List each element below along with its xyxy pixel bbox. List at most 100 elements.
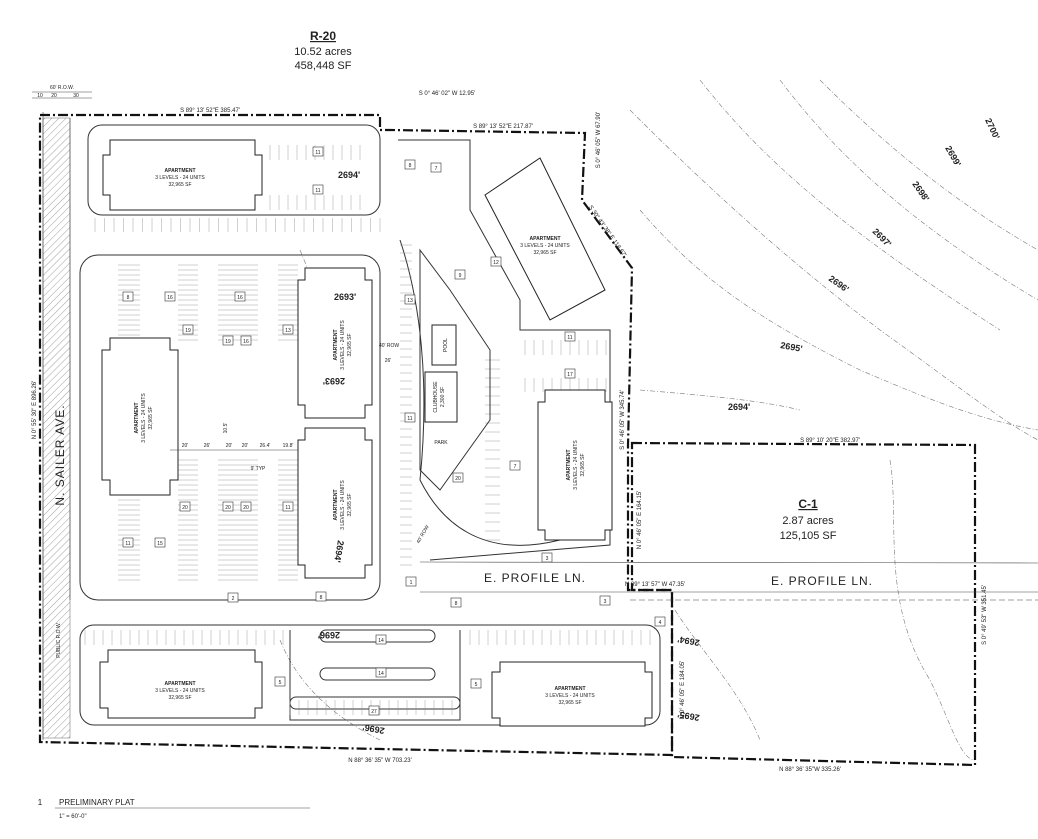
park-label: PARK: [434, 440, 448, 446]
apartment-building-east: [537, 389, 613, 541]
svg-text:2695': 2695': [780, 340, 804, 354]
svg-text:2694': 2694': [338, 170, 360, 180]
svg-text:20: 20: [182, 505, 188, 511]
svg-text:7: 7: [514, 464, 517, 470]
stall-count-31: 14: [375, 667, 387, 678]
svg-text:20: 20: [455, 476, 461, 482]
svg-text:S 0° 49' 53" W 351.45': S 0° 49' 53" W 351.45': [982, 585, 988, 645]
stall-count-7: 8: [122, 291, 134, 302]
r20-zone-acres: 10.52 acres: [294, 46, 352, 58]
apartment-building-sw: [99, 649, 263, 719]
svg-text:8: 8: [409, 163, 412, 169]
stall-count-2: 11: [312, 184, 324, 195]
contour-lines: [279, 79, 1038, 761]
svg-text:27: 27: [371, 709, 377, 715]
svg-text:N 88° 36' 35" W 703.23': N 88° 36' 35" W 703.23': [348, 758, 412, 764]
stall-count-16: 17: [564, 368, 576, 379]
svg-text:3 LEVELS - 24 UNITS: 3 LEVELS - 24 UNITS: [155, 175, 205, 181]
svg-text:2694': 2694': [332, 540, 346, 564]
svg-text:S 0° 46' 02" W 12.95': S 0° 46' 02" W 12.95': [419, 91, 476, 97]
svg-text:N 0° 46' 05" E 184.05': N 0° 46' 05" E 184.05': [680, 661, 686, 720]
svg-text:11: 11: [567, 335, 572, 341]
stall-count-23: 11: [122, 537, 134, 548]
stall-count-32: 5: [274, 676, 286, 687]
svg-text:3 LEVELS - 24 UNITS: 3 LEVELS - 24 UNITS: [573, 440, 579, 490]
stall-count-11: 16: [240, 335, 252, 346]
svg-text:APARTMENT: APARTMENT: [333, 489, 339, 520]
pool: [431, 324, 457, 366]
stall-count-36: 1: [405, 576, 417, 587]
svg-text:19: 19: [225, 339, 231, 345]
svg-text:8: 8: [455, 601, 458, 607]
stall-count-10: 19: [222, 335, 234, 346]
clubhouse-area-label: 2,300 SF: [440, 387, 446, 407]
apartment-building-center-north: [297, 267, 373, 419]
svg-text:APARTMENT: APARTMENT: [554, 686, 585, 692]
drawing-number: 1: [38, 798, 43, 807]
svg-text:3 LEVELS - 24 UNITS: 3 LEVELS - 24 UNITS: [340, 480, 346, 530]
svg-text:2696': 2696': [318, 630, 340, 640]
apartment-buildings: [99, 139, 653, 727]
stall-count-17: 7: [509, 460, 521, 471]
stall-count-15: 11: [564, 331, 576, 342]
svg-text:13: 13: [407, 298, 413, 304]
svg-text:32,965 SF: 32,965 SF: [347, 333, 353, 356]
svg-text:9' TYP: 9' TYP: [251, 466, 266, 472]
title-block: 1 PRELIMINARY PLAT 1" = 60'-0": [38, 798, 310, 820]
svg-text:11: 11: [125, 541, 130, 547]
stall-count-37: 16: [234, 291, 246, 302]
svg-text:N 89° 13' 57" W 47.35': N 89° 13' 57" W 47.35': [625, 582, 685, 588]
public-row-label: PUBLIC R.O.W.: [56, 622, 62, 658]
svg-text:S 89° 13' 52"E 217.87': S 89° 13' 52"E 217.87': [473, 124, 533, 130]
clubhouse-building: [424, 371, 458, 423]
svg-text:14: 14: [378, 671, 384, 677]
svg-text:11: 11: [285, 505, 290, 511]
svg-text:20': 20': [226, 443, 233, 449]
svg-text:2700': 2700': [983, 117, 1001, 141]
svg-text:APARTMENT: APARTMENT: [164, 681, 195, 687]
stall-count-12: 13: [282, 324, 294, 335]
svg-text:2694': 2694': [677, 634, 701, 648]
clubhouse-area: [419, 248, 491, 491]
svg-text:32,965 SF: 32,965 SF: [347, 493, 353, 516]
svg-text:7: 7: [435, 166, 438, 172]
svg-text:3 LEVELS - 24 UNITS: 3 LEVELS - 24 UNITS: [141, 393, 147, 443]
svg-text:8: 8: [127, 295, 130, 301]
stall-count-3: 8: [404, 159, 416, 170]
svg-text:20': 20': [242, 443, 249, 449]
svg-text:30: 30: [73, 93, 79, 99]
svg-text:32,965 SF: 32,965 SF: [168, 695, 191, 701]
svg-text:S 0° 46' 05" W 67.90': S 0° 46' 05" W 67.90': [596, 112, 602, 169]
stall-count-6: 9: [454, 269, 466, 280]
stall-count-26: 4: [654, 616, 666, 627]
stall-count-20: 20: [222, 501, 234, 512]
svg-text:16: 16: [243, 339, 249, 345]
stall-count-14: 11: [404, 412, 416, 423]
c1-zone-code: C-1: [798, 497, 818, 511]
sailer-ave-label: N. SAILER AVE.: [53, 404, 67, 505]
drawing-scale: 1" = 60'-0": [59, 814, 87, 820]
svg-text:26': 26': [385, 358, 392, 364]
stall-count-21: 20: [240, 501, 252, 512]
svg-text:5: 5: [475, 682, 478, 688]
stall-count-33: 5: [470, 678, 482, 689]
c1-boundary: [630, 441, 977, 767]
svg-text:16: 16: [237, 295, 243, 301]
svg-text:3: 3: [604, 599, 607, 605]
svg-text:32,965 SF: 32,965 SF: [148, 406, 154, 429]
svg-text:40' ROW: 40' ROW: [416, 524, 431, 545]
svg-text:20: 20: [225, 505, 231, 511]
svg-text:12: 12: [493, 260, 499, 266]
stall-count-24: 15: [154, 537, 166, 548]
svg-text:26.4': 26.4': [260, 443, 271, 449]
svg-text:S 89° 13' 52"E 385.47': S 89° 13' 52"E 385.47': [180, 108, 240, 114]
clubhouse-label: CLUBHOUSE: [433, 381, 439, 413]
svg-text:2: 2: [232, 596, 235, 602]
